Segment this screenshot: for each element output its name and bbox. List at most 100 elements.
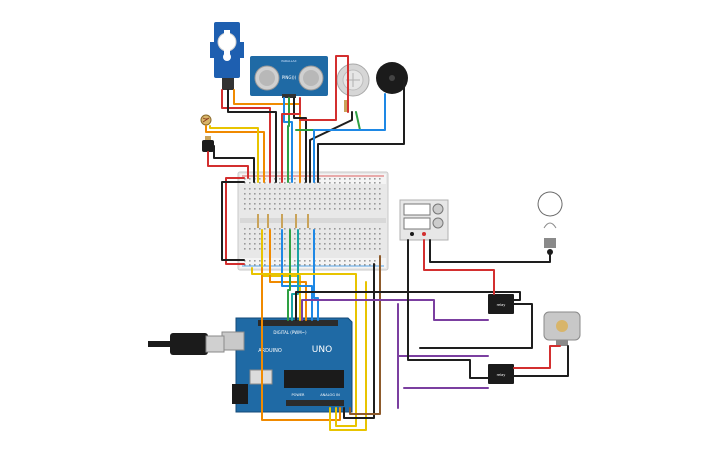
breadboard-hole xyxy=(284,264,286,266)
breadboard-hole xyxy=(284,243,286,245)
breadboard-hole xyxy=(324,243,326,245)
breadboard-hole xyxy=(344,208,346,210)
piezo-buzzer[interactable] xyxy=(376,62,408,94)
breadboard-hole xyxy=(344,193,346,195)
breadboard-hole xyxy=(314,188,316,190)
breadboard-hole xyxy=(319,233,321,235)
tilt-sensor[interactable] xyxy=(202,136,214,152)
breadboard-hole xyxy=(374,243,376,245)
breadboard-hole xyxy=(319,198,321,200)
breadboard-hole xyxy=(339,228,341,230)
breadboard-hole xyxy=(334,198,336,200)
breadboard-hole xyxy=(374,188,376,190)
breadboard-hole xyxy=(354,203,356,205)
breadboard-hole xyxy=(279,264,281,266)
breadboard-hole xyxy=(319,228,321,230)
breadboard-hole xyxy=(264,203,266,205)
breadboard-hole xyxy=(284,233,286,235)
breadboard-hole xyxy=(249,198,251,200)
breadboard-hole xyxy=(279,248,281,250)
breadboard-hole xyxy=(279,228,281,230)
breadboard-hole xyxy=(264,228,266,230)
breadboard-hole xyxy=(339,198,341,200)
relay-2-label: relay xyxy=(497,373,506,377)
breadboard-hole xyxy=(299,248,301,250)
breadboard-hole xyxy=(319,193,321,195)
breadboard-hole xyxy=(364,260,366,262)
breadboard-hole xyxy=(349,198,351,200)
breadboard-hole xyxy=(299,188,301,190)
breadboard-hole xyxy=(359,198,361,200)
breadboard-hole xyxy=(359,208,361,210)
usb-cable xyxy=(148,333,225,355)
breadboard-hole xyxy=(254,208,256,210)
breadboard-hole xyxy=(349,233,351,235)
breadboard-hole xyxy=(309,193,311,195)
breadboard-hole xyxy=(289,188,291,190)
breadboard-hole xyxy=(369,193,371,195)
gas-sensor[interactable] xyxy=(336,63,370,112)
breadboard-hole xyxy=(364,248,366,250)
breadboard-hole xyxy=(349,238,351,240)
breadboard-hole xyxy=(374,193,376,195)
breadboard-hole xyxy=(369,203,371,205)
relay-2[interactable]: relay xyxy=(488,364,514,384)
breadboard-hole xyxy=(319,208,321,210)
breadboard-hole xyxy=(244,203,246,205)
breadboard-hole xyxy=(294,260,296,262)
breadboard-hole xyxy=(364,233,366,235)
breadboard-hole xyxy=(299,243,301,245)
breadboard-hole xyxy=(279,208,281,210)
breadboard-hole xyxy=(334,233,336,235)
breadboard-hole xyxy=(334,228,336,230)
breadboard-hole xyxy=(289,203,291,205)
arduino-uno[interactable]: DIGITAL (PWM~) ARDUINO UNO POWER ANALOG … xyxy=(221,317,353,413)
photoresistor[interactable] xyxy=(200,114,212,126)
breadboard-hole xyxy=(309,203,311,205)
power-supply[interactable] xyxy=(399,199,449,241)
breadboard-hole xyxy=(284,260,286,262)
breadboard-hole xyxy=(329,188,331,190)
relay-1[interactable]: relay xyxy=(488,294,514,314)
light-bulb[interactable] xyxy=(537,191,563,255)
breadboard-hole xyxy=(299,238,301,240)
breadboard-hole xyxy=(374,182,376,184)
breadboard-hole xyxy=(304,208,306,210)
breadboard-hole xyxy=(304,264,306,266)
breadboard-hole xyxy=(274,248,276,250)
breadboard-hole xyxy=(309,260,311,262)
breadboard-hole xyxy=(244,182,246,184)
breadboard-hole xyxy=(304,178,306,180)
breadboard-hole xyxy=(319,203,321,205)
breadboard-hole xyxy=(264,248,266,250)
breadboard-hole xyxy=(259,248,261,250)
breadboard-hole xyxy=(334,188,336,190)
breadboard-hole xyxy=(319,243,321,245)
breadboard-hole xyxy=(294,264,296,266)
breadboard-hole xyxy=(309,248,311,250)
breadboard-hole xyxy=(334,238,336,240)
breadboard-hole xyxy=(294,228,296,230)
servo-motor[interactable] xyxy=(210,22,244,90)
breadboard-hole xyxy=(344,178,346,180)
breadboard-hole xyxy=(249,203,251,205)
breadboard-hole xyxy=(314,193,316,195)
ultrasonic-sensor[interactable]: PARALLAX PING))) xyxy=(250,56,328,98)
breadboard-hole xyxy=(259,228,261,230)
breadboard-hole xyxy=(289,193,291,195)
breadboard-hole xyxy=(309,264,311,266)
breadboard-hole xyxy=(309,208,311,210)
breadboard-hole xyxy=(329,248,331,250)
breadboard-hole xyxy=(304,238,306,240)
dc-motor[interactable] xyxy=(543,311,581,346)
breadboard-hole xyxy=(289,178,291,180)
breadboard-hole xyxy=(249,178,251,180)
breadboard-hole xyxy=(319,238,321,240)
breadboard-hole xyxy=(254,182,256,184)
breadboard-hole xyxy=(359,188,361,190)
breadboard-hole xyxy=(254,260,256,262)
breadboard-hole xyxy=(244,243,246,245)
breadboard-hole xyxy=(374,238,376,240)
breadboard-hole xyxy=(279,243,281,245)
breadboard-hole xyxy=(274,208,276,210)
